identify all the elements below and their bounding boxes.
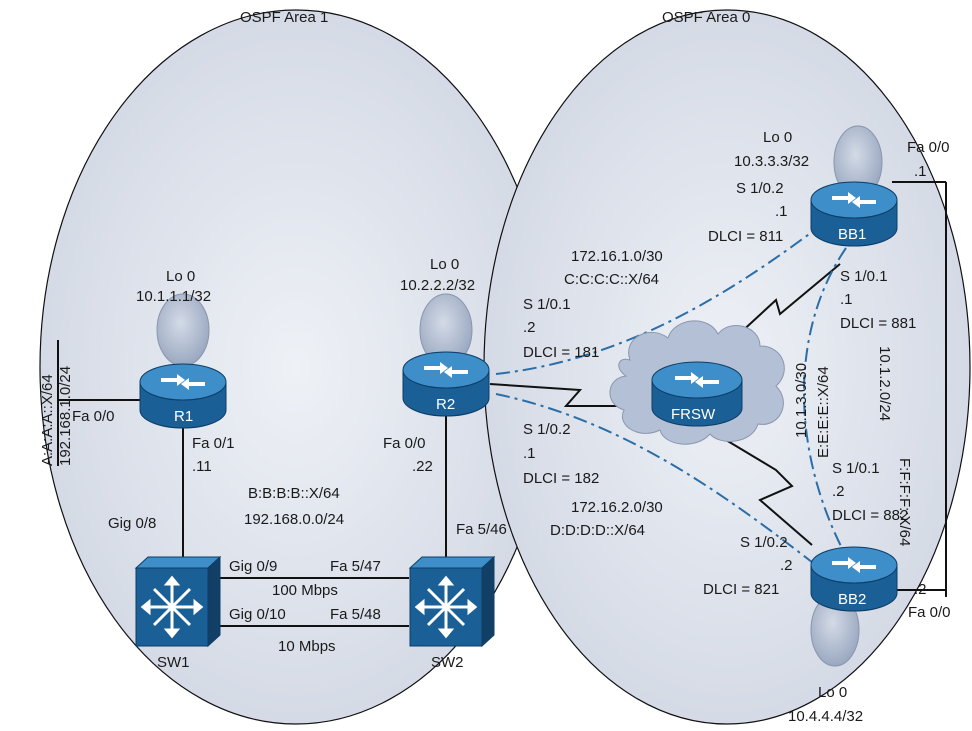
sw1-gig09: Gig 0/9 bbox=[229, 558, 277, 575]
subnet-b-ipv4: 192.168.0.0/24 bbox=[244, 511, 344, 528]
switch-arrows-icon bbox=[140, 575, 204, 639]
sw1-label: SW1 bbox=[157, 654, 190, 671]
bb2-lo-addr: 10.4.4.4/32 bbox=[788, 708, 863, 725]
bb2-label: BB2 bbox=[838, 591, 866, 608]
r2-lo-name: Lo 0 bbox=[430, 256, 459, 273]
r2-s102-host: .1 bbox=[523, 445, 536, 462]
bb1-fa00-host: .1 bbox=[914, 163, 927, 180]
sw1-gig010: Gig 0/10 bbox=[229, 606, 286, 623]
r2-lo-addr: 10.2.2.2/32 bbox=[400, 277, 475, 294]
left-lan-ipv4: 192.168.1.0/24 bbox=[57, 366, 74, 466]
bb1-s102-dlci: DLCI = 811 bbox=[708, 228, 783, 245]
router-r2[interactable]: R2 bbox=[402, 351, 490, 417]
bb1-s101-host: .1 bbox=[840, 291, 853, 308]
r2-s101: S 1/0.1 bbox=[523, 296, 571, 313]
r1-fa01-host: .11 bbox=[192, 458, 212, 475]
subnet-b-ipv6: B:B:B:B::X/64 bbox=[248, 485, 340, 502]
router-bb1[interactable]: BB1 bbox=[810, 181, 898, 247]
link-e-ipv6: E:E:E:E::X/64 bbox=[815, 366, 832, 458]
r2-fa00-host: .22 bbox=[412, 458, 433, 475]
bb1-s102-host: .1 bbox=[775, 203, 788, 220]
sw1-gig08: Gig 0/8 bbox=[108, 515, 156, 532]
switch-sw2[interactable]: SW2 bbox=[408, 555, 496, 671]
left-lan-ipv6: A:A:A:A::X/64 bbox=[39, 374, 56, 466]
r1-label: R1 bbox=[174, 408, 193, 425]
speed-100: 100 Mbps bbox=[272, 582, 338, 599]
bb2-s101: S 1/0.1 bbox=[832, 460, 880, 477]
right-lan-ipv4: 10.1.2.0/24 bbox=[876, 346, 893, 421]
r1-lo-name: Lo 0 bbox=[166, 268, 195, 285]
bb2-s102: S 1/0.2 bbox=[740, 534, 788, 551]
router-r1[interactable]: R1 bbox=[139, 363, 227, 429]
r2-s102: S 1/0.2 bbox=[523, 421, 571, 438]
r2-s101-host: .2 bbox=[523, 319, 536, 336]
bb2-lo-name: Lo 0 bbox=[818, 684, 847, 701]
r2-s102-dlci: DLCI = 182 bbox=[523, 470, 599, 487]
area-1-title: OSPF Area 1 bbox=[240, 9, 328, 26]
bb1-fa00: Fa 0/0 bbox=[907, 139, 950, 156]
bb1-lo-name: Lo 0 bbox=[763, 129, 792, 146]
speed-10: 10 Mbps bbox=[278, 638, 336, 655]
switch-arrows-icon bbox=[414, 575, 478, 639]
r1-fa01: Fa 0/1 bbox=[192, 435, 235, 452]
bb2-fa00-host: .2 bbox=[914, 581, 927, 598]
switch-sw1[interactable]: SW1 bbox=[134, 555, 222, 671]
link-e-ipv4: 10.1.3.0/30 bbox=[793, 363, 810, 438]
frsw-label: FRSW bbox=[671, 406, 716, 423]
link-c-ipv4: 172.16.1.0/30 bbox=[571, 248, 663, 265]
bb1-s101-dlci: DLCI = 881 bbox=[840, 315, 916, 332]
r2-fa00: Fa 0/0 bbox=[383, 435, 426, 452]
r2-s101-dlci: DLCI = 181 bbox=[523, 344, 599, 361]
link-d-ipv4: 172.16.2.0/30 bbox=[571, 499, 663, 516]
router-bb2[interactable]: BB2 bbox=[810, 546, 898, 612]
r2-label: R2 bbox=[436, 396, 455, 413]
bb2-s101-host: .2 bbox=[832, 483, 845, 500]
bb1-s101: S 1/0.1 bbox=[840, 268, 888, 285]
ethernet-links bbox=[58, 181, 946, 627]
bb1-s102: S 1/0.2 bbox=[736, 180, 784, 197]
bb2-s102-host: .2 bbox=[780, 557, 793, 574]
r1-lo-addr: 10.1.1.1/32 bbox=[136, 288, 211, 305]
area-0-title: OSPF Area 0 bbox=[662, 9, 750, 26]
sw2-fa546: Fa 5/46 bbox=[456, 521, 507, 538]
r1-fa00: Fa 0/0 bbox=[72, 408, 115, 425]
sw2-fa547: Fa 5/47 bbox=[330, 558, 381, 575]
frame-relay-pvcs bbox=[495, 231, 847, 571]
sw2-label: SW2 bbox=[431, 654, 464, 671]
bb1-label: BB1 bbox=[838, 226, 866, 243]
bb2-s102-dlci: DLCI = 821 bbox=[703, 581, 779, 598]
bb2-fa00: Fa 0/0 bbox=[908, 604, 951, 621]
link-d-ipv6: D:D:D:D::X/64 bbox=[550, 522, 645, 539]
router-frsw[interactable]: FRSW bbox=[651, 361, 743, 427]
bb2-s101-dlci: DLCI = 882 bbox=[832, 507, 908, 524]
link-c-ipv6: C:C:C:C::X/64 bbox=[564, 271, 659, 288]
bb1-lo-addr: 10.3.3.3/32 bbox=[734, 153, 809, 170]
right-lan-ipv6: F:F:F:F::X/64 bbox=[896, 458, 913, 546]
sw2-fa548: Fa 5/48 bbox=[330, 606, 381, 623]
